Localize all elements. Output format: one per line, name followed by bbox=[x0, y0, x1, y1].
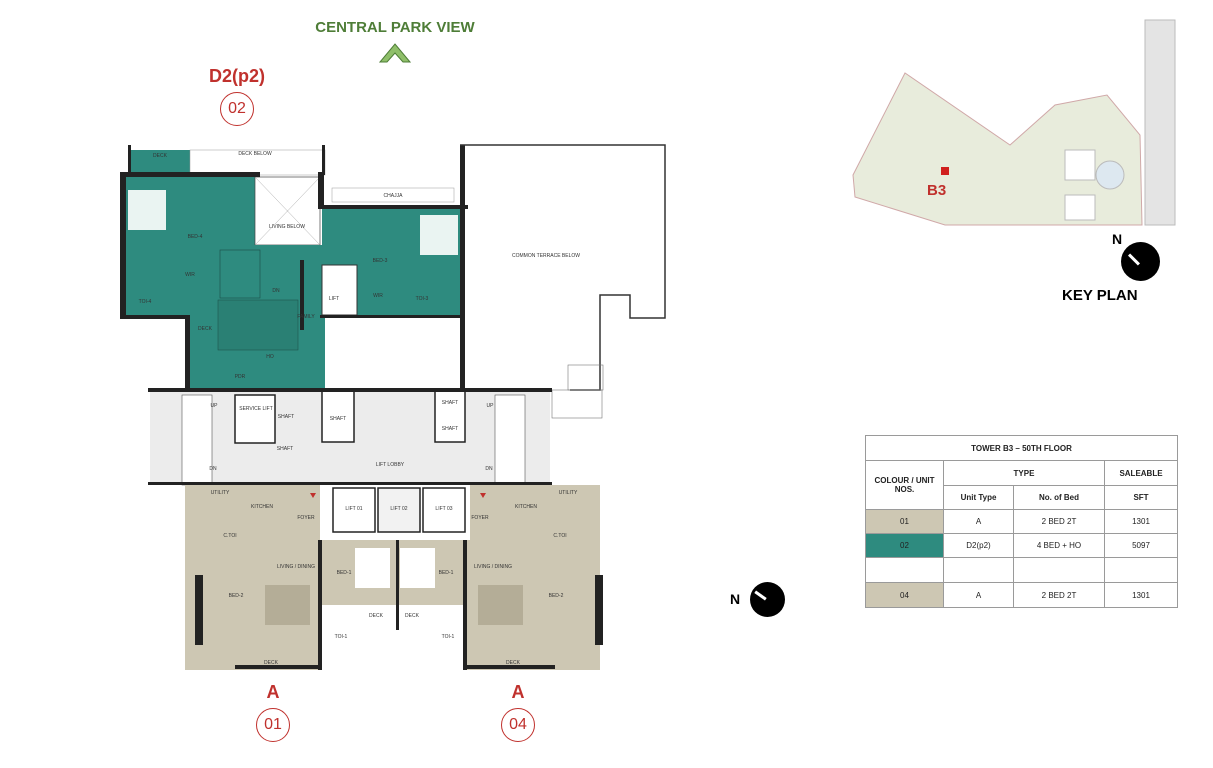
room-label: C.TOI bbox=[553, 533, 566, 539]
sft-cell: 5097 bbox=[1104, 533, 1178, 558]
unit-cell: 01 bbox=[865, 509, 944, 534]
unit-02-area bbox=[125, 149, 465, 390]
unit-type-label-04: A bbox=[511, 682, 525, 702]
room-label: UP bbox=[211, 403, 219, 409]
unit-summary-table: TOWER B3 – 50TH FLOOR COLOUR / UNIT NOS.… bbox=[865, 435, 1178, 608]
room-label: LIFT 01 bbox=[345, 506, 362, 512]
plan-compass-icon bbox=[750, 582, 785, 617]
room-label: TOI-1 bbox=[442, 634, 455, 640]
beds-cell: 2 BED 2T bbox=[1013, 582, 1105, 608]
table-row: 04 A 2 BED 2T 1301 bbox=[865, 582, 1178, 608]
unit-type-cell: D2(p2) bbox=[943, 533, 1014, 558]
room-label: COMMON TERRACE BELOW bbox=[512, 253, 580, 259]
room-label: TOI-3 bbox=[416, 296, 429, 302]
room-label: DN bbox=[272, 288, 280, 294]
room-label: WIR bbox=[185, 272, 195, 278]
key-plan-north-label: N bbox=[1112, 231, 1123, 247]
beds-cell bbox=[1013, 557, 1105, 583]
chevron-up-icon bbox=[379, 43, 411, 63]
beds-cell: 4 BED + HO bbox=[1013, 533, 1105, 558]
room-label: BED-1 bbox=[439, 570, 454, 576]
room-label: BED-3 bbox=[373, 258, 388, 264]
room-label: SHAFT bbox=[278, 414, 294, 420]
room-label: LIVING / DINING bbox=[474, 564, 512, 570]
header-sft: SFT bbox=[1104, 485, 1178, 510]
key-plan-tower-label: B3 bbox=[927, 182, 946, 199]
room-label: LIFT bbox=[329, 296, 339, 302]
beds-cell: 2 BED 2T bbox=[1013, 509, 1105, 534]
key-plan-title: KEY PLAN bbox=[1062, 287, 1138, 304]
room-label: LIVING / DINING bbox=[277, 564, 315, 570]
room-label: SHAFT bbox=[330, 416, 346, 422]
header-unit-type: Unit Type bbox=[943, 485, 1014, 510]
room-label: DN bbox=[485, 466, 493, 472]
unit-type-cell bbox=[943, 557, 1014, 583]
room-label: DECK bbox=[405, 613, 420, 619]
room-label: KITCHEN bbox=[515, 504, 537, 510]
floor-plan: DECK DECK BELOW LIVING BELOW CHAJJA BED-… bbox=[120, 144, 666, 670]
room-label: SHAFT bbox=[442, 400, 458, 406]
room-label: BED-4 bbox=[188, 234, 203, 240]
room-label: DECK bbox=[153, 153, 168, 159]
room-label: FOYER bbox=[297, 515, 315, 521]
room-label: HO bbox=[266, 354, 274, 360]
sft-cell bbox=[1104, 557, 1178, 583]
table-row: 02 D2(p2) 4 BED + HO 5097 bbox=[865, 533, 1178, 558]
room-label: LIFT 02 bbox=[390, 506, 407, 512]
room-label: SHAFT bbox=[277, 446, 293, 452]
table-row: 01 A 2 BED 2T 1301 bbox=[865, 509, 1178, 534]
room-label: UP bbox=[487, 403, 495, 409]
room-label: BED-1 bbox=[337, 570, 352, 576]
room-label: TOI-1 bbox=[335, 634, 348, 640]
room-label: LIFT 03 bbox=[435, 506, 452, 512]
unit-number-badge-top: 02 bbox=[220, 92, 254, 126]
table-row bbox=[865, 557, 1178, 583]
header-saleable: SALEABLE bbox=[1104, 460, 1178, 486]
room-label: BED-2 bbox=[549, 593, 564, 599]
key-plan-compass-icon bbox=[1121, 242, 1160, 281]
room-label: DECK bbox=[198, 326, 213, 332]
room-label: CHAJJA bbox=[384, 193, 404, 199]
room-label: DN bbox=[209, 466, 217, 472]
room-label: UTILITY bbox=[211, 490, 230, 496]
unit-type-label-01: A bbox=[266, 682, 280, 702]
room-label: UTILITY bbox=[559, 490, 578, 496]
room-label: FAMILY bbox=[297, 314, 315, 320]
room-label: DECK bbox=[264, 660, 279, 666]
unit-type-label-top: D2(p2) bbox=[208, 66, 265, 86]
room-label: TOI-4 bbox=[139, 299, 152, 305]
room-label: LIVING BELOW bbox=[269, 224, 305, 230]
sft-cell: 1301 bbox=[1104, 582, 1178, 608]
room-label: PDR bbox=[235, 374, 246, 380]
key-plan-map: B3 bbox=[852, 19, 1176, 226]
unit-number-badge-04: 04 bbox=[501, 708, 535, 742]
room-label: BED-2 bbox=[229, 593, 244, 599]
room-label: KITCHEN bbox=[251, 504, 273, 510]
room-label: DECK BELOW bbox=[238, 151, 272, 157]
unit-cell: 02 bbox=[865, 533, 944, 558]
header-colour-unit: COLOUR / UNIT NOS. bbox=[865, 460, 944, 510]
room-label: DECK bbox=[506, 660, 521, 666]
room-label: SERVICE LIFT bbox=[239, 406, 273, 412]
room-label: LIFT LOBBY bbox=[376, 462, 405, 468]
header-type: TYPE bbox=[943, 460, 1105, 486]
plan-north-label: N bbox=[730, 591, 741, 607]
table-title: TOWER B3 – 50TH FLOOR bbox=[865, 435, 1178, 461]
room-label: FOYER bbox=[471, 515, 489, 521]
room-label: C.TOI bbox=[223, 533, 236, 539]
room-label: WIR bbox=[373, 293, 383, 299]
sft-cell: 1301 bbox=[1104, 509, 1178, 534]
unit-type-cell: A bbox=[943, 582, 1014, 608]
header-no-of-bed: No. of Bed bbox=[1013, 485, 1105, 510]
unit-cell: 04 bbox=[865, 582, 944, 608]
view-title: CENTRAL PARK VIEW bbox=[315, 19, 475, 36]
unit-type-cell: A bbox=[943, 509, 1014, 534]
room-label: DECK bbox=[369, 613, 384, 619]
room-label: SHAFT bbox=[442, 426, 458, 432]
unit-number-badge-01: 01 bbox=[256, 708, 290, 742]
unit-cell bbox=[865, 557, 944, 583]
